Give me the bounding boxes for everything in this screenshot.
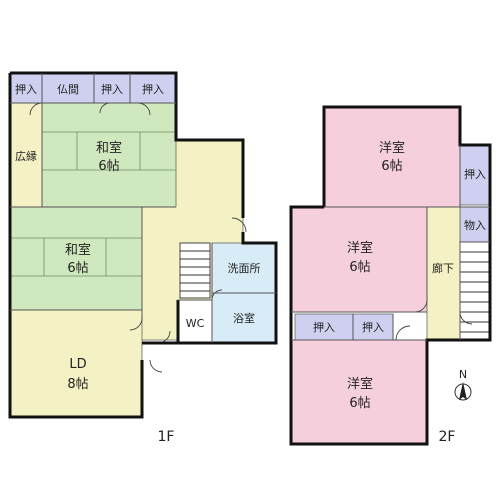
tatami-lines-upper — [42, 131, 176, 171]
washitsu-upper-size-1f: 6帖 — [98, 159, 119, 174]
washitsu-lower-1f — [9, 206, 143, 311]
oshiire-right-2f — [459, 144, 491, 206]
rouka-2f — [426, 206, 461, 341]
compass-north-label: N — [459, 368, 467, 381]
washitsu-upper-name-1f: 和室 — [96, 140, 122, 156]
oshiire-a-2f — [294, 313, 354, 341]
oshiire-1-1f — [9, 72, 43, 104]
ld-1f — [9, 309, 143, 418]
washitsu-upper-1f — [41, 102, 177, 208]
yoshitsu-bottom-size-2f: 6帖 — [349, 396, 370, 411]
yoshitsu-mid-2f — [290, 206, 428, 313]
floor-1: 押入 仏間 押入 押入 広縁 和室 6帖 和室 6帖 洗面所 WC 浴室 LD … — [8, 71, 278, 445]
floor-2-label: 2F — [439, 429, 456, 445]
compass-arrow-icon — [459, 382, 467, 400]
oshiire-a-label-2f: 押入 — [313, 320, 335, 334]
tatami-lines-lower — [10, 237, 142, 277]
monoire-label-2f: 物入 — [464, 218, 486, 232]
walls-1f — [8, 71, 278, 419]
yoshitsu-bottom-name-2f: 洋室 — [347, 376, 373, 392]
oshiire-right-label-2f: 押入 — [464, 167, 486, 181]
oshiire-b-label-2f: 押入 — [362, 320, 384, 334]
senmenjo-label-1f: 洗面所 — [228, 262, 261, 275]
yoshitsu-mid-size-2f: 6帖 — [349, 260, 370, 275]
yoshitsu-top-2f — [323, 106, 461, 208]
oshiire-3-label-1f: 押入 — [142, 82, 164, 96]
wc-label-1f: WC — [186, 317, 205, 330]
washitsu-lower-name-1f: 和室 — [65, 242, 91, 258]
yoshitsu-top-size-2f: 6帖 — [381, 159, 402, 174]
yokushitsu-1f — [211, 292, 277, 344]
yoshitsu-mid-name-2f: 洋室 — [347, 240, 373, 256]
washitsu-lower-size-1f: 6帖 — [67, 261, 88, 276]
floor-1-label: 1F — [158, 429, 175, 445]
monoire-2f — [459, 206, 491, 243]
butsuma-label-1f: 仏間 — [57, 83, 79, 96]
rouka-label-2f: 廊下 — [432, 261, 454, 275]
stairs-1f — [179, 242, 211, 299]
hiroen-label-1f: 広縁 — [15, 149, 37, 163]
ld-name-1f: LD — [69, 357, 86, 372]
yoshitsu-bottom-2f — [290, 339, 428, 445]
stairs-2f — [459, 241, 491, 341]
oshiire-2-label-1f: 押入 — [101, 82, 123, 96]
floor-2: 洋室 6帖 押入 物入 洋室 6帖 廊下 押入 押入 洋室 6帖 2F — [289, 105, 492, 446]
yoshitsu-top-name-2f: 洋室 — [379, 140, 405, 156]
yokushitsu-label-1f: 浴室 — [233, 311, 255, 325]
oshiire-b-2f — [352, 313, 394, 341]
oshiire-1-label-1f: 押入 — [15, 82, 37, 96]
compass: N — [454, 368, 472, 401]
walls-2f — [289, 105, 492, 446]
ld-size-1f: 8帖 — [67, 377, 88, 392]
